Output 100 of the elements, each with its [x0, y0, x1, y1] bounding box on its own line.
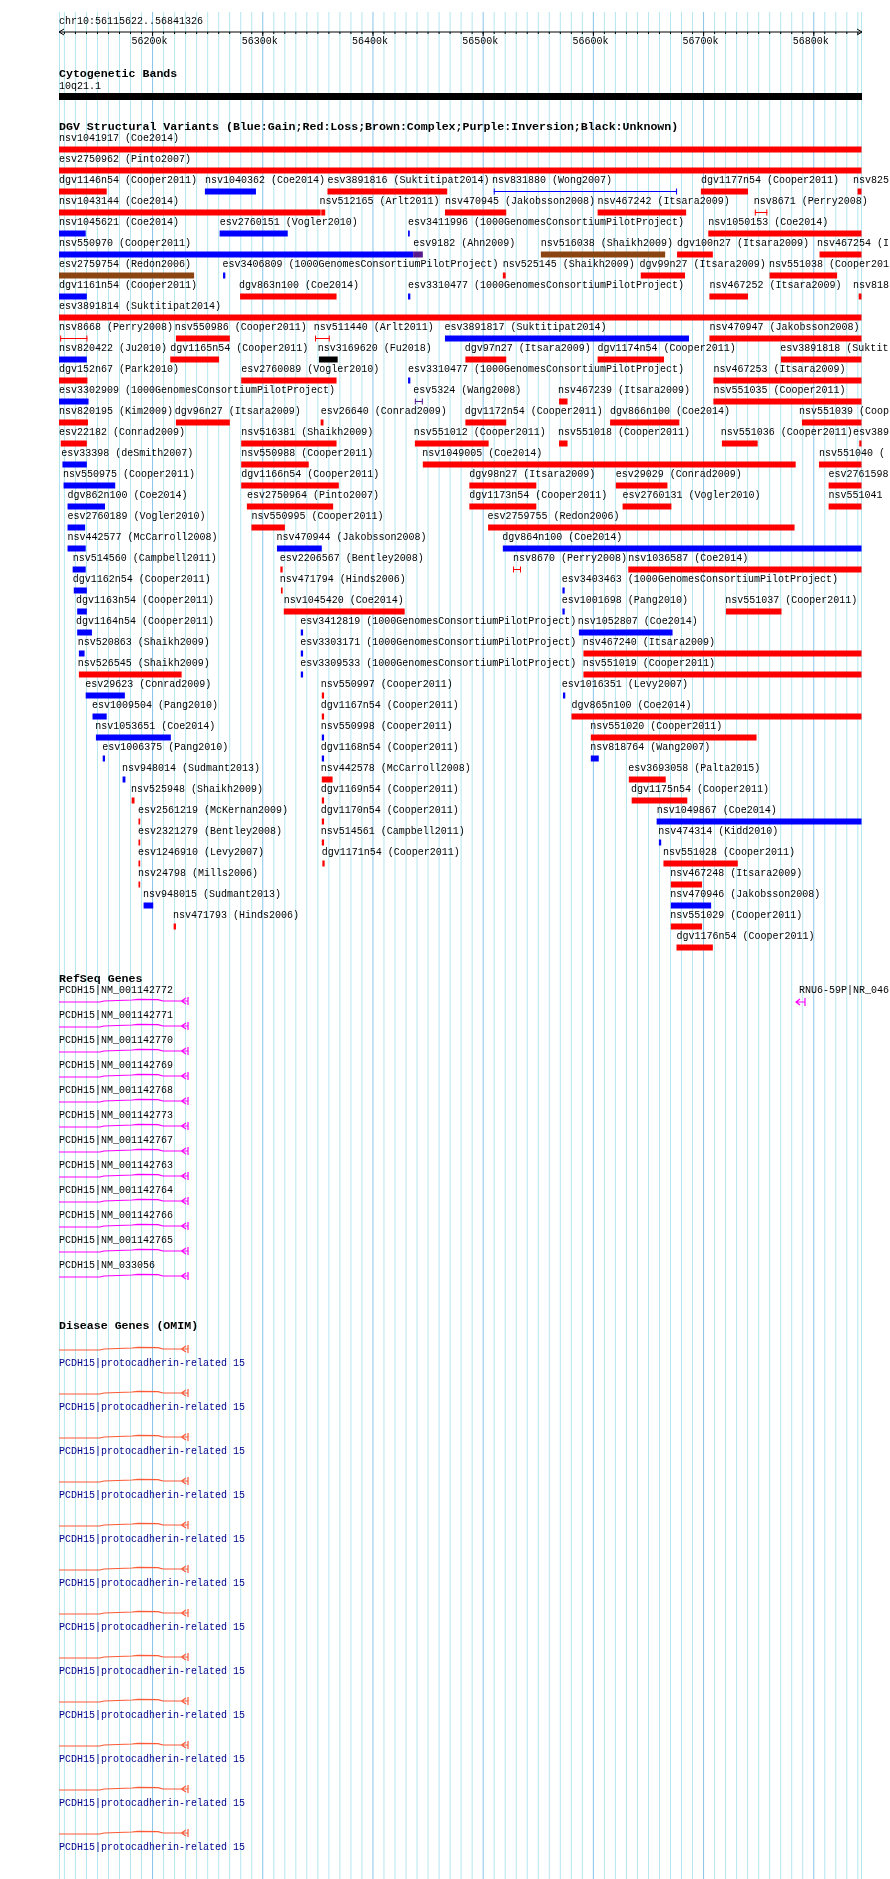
variant-label: nsv1041917 (Coe2014) [59, 133, 180, 145]
variant-label: nsv1049005 (Coe2014) [422, 448, 543, 460]
variant-label: nsv1052807 (Coe2014) [577, 616, 698, 628]
variant-label: nsv525948 (Shaikh2009) [131, 784, 264, 796]
variant-label: nsv471793 (Hinds2006) [173, 910, 300, 922]
variant-label: esv3891816 (Suktitipat2014) [327, 175, 490, 187]
variant-label: nsv1053651 (Coe2014) [95, 721, 216, 733]
variant-label: dgv862n100 (Coe2014) [67, 490, 188, 502]
variant-label: nsv551028 (Cooper2011) [662, 847, 795, 859]
variant-label: nsv831880 (Wong2007) [492, 175, 613, 187]
variant-label: nsv525145 (Shaikh2009) [502, 259, 635, 271]
variant-label: dgv1174n54 (Cooper2011) [597, 343, 736, 355]
variant-label: esv3310477 (1000GenomesConsortiumPilotProject) [408, 364, 685, 376]
gene-label: PCDH15|protocadherin-related 15 [59, 1446, 246, 1458]
variant-label: esv2206567 (Bentley2008) [279, 553, 424, 565]
variant-label: nsv551036 (Cooper2011) [720, 427, 853, 439]
variant-label: nsv24798 (Mills2006) [137, 868, 258, 880]
variant-label: esv2760089 (Vogler2010) [241, 364, 380, 376]
variant-label: nsv1040362 (Coe2014) [204, 175, 325, 187]
variant-label: esv3891818 (Suktit [780, 343, 889, 355]
variant-label: dgv1170n54 (Cooper2011) [320, 805, 459, 817]
gene-label: PCDH15|protocadherin-related 15 [59, 1358, 246, 1370]
gene-label: PCDH15|protocadherin-related 15 [59, 1534, 246, 1546]
variant-label: nsv551029 (Cooper2011) [670, 910, 803, 922]
variant-label: nsv551041 [828, 490, 883, 502]
variant-label: nsv550998 (Cooper2011) [320, 721, 453, 733]
gene-label: PCDH15|NM_001142770 [59, 1035, 174, 1047]
variant-label: nsv551012 (Cooper2011) [413, 427, 546, 439]
variant-label: esv2759755 (Redon2006) [487, 511, 620, 523]
variant-label: nsv467248 (Itsara2009) [670, 868, 803, 880]
variant-label: esv1006375 (Pang2010) [102, 742, 229, 754]
gene-label: PCDH15|NM_001142766 [59, 1210, 174, 1222]
variant-label: dgv1172n54 (Cooper2011) [464, 406, 603, 418]
gene-label: PCDH15|protocadherin-related 15 [59, 1578, 246, 1590]
track-title: DGV Structural Variants (Blue:Gain;Red:Loss;Brown:Complex;Purple:Inversion;Black:Unknown) [59, 120, 679, 133]
variant-label: dgv1166n54 (Cooper2011) [241, 469, 380, 481]
variant-label: nsv550970 (Cooper2011) [59, 238, 192, 250]
variant-label: nsv550975 (Cooper2011) [63, 469, 195, 481]
variant-label: dgv97n27 (Itsara2009) [464, 343, 591, 355]
variant-label: nsv442578 (McCarroll2008) [320, 763, 471, 775]
track-title: Cytogenetic Bands [59, 67, 178, 81]
variant-label: nsv520863 (Shaikh2009) [77, 637, 210, 649]
tick-label: 56400k [352, 36, 388, 48]
gene-label: PCDH15|protocadherin-related 15 [59, 1402, 246, 1414]
variant-label: nsv467242 (Itsara2009) [597, 196, 730, 208]
variant-label: nsv467254 (I [817, 238, 889, 250]
gene-label: PCDH15|NM_001142768 [59, 1085, 174, 1097]
gene-label: PCDH15|protocadherin-related 15 [59, 1622, 246, 1634]
track-title: Disease Genes (OMIM) [59, 1319, 199, 1333]
variant-label: nsv948015 (Sudmant2013) [143, 889, 282, 901]
variant-label: dgv1165n54 (Cooper2011) [170, 343, 309, 355]
variant-label: esv2561219 (McKernan2009) [137, 805, 288, 817]
gene-label: PCDH15|protocadherin-related 15 [59, 1798, 246, 1810]
variant-label: nsv516038 (Shaikh2009) [540, 238, 673, 250]
variant-label: esv2761598 [828, 469, 889, 481]
variant-label: nsv550986 (Cooper2011) [174, 322, 307, 334]
variant-label: dgv864n100 (Coe2014) [502, 532, 623, 544]
variant-label: esv2760131 (Vogler2010) [622, 490, 761, 502]
variant-label: dgv866n100 (Coe2014) [610, 406, 731, 418]
variant-label: nsv1045621 (Coe2014) [59, 217, 180, 229]
variant-label: dgv1167n54 (Cooper2011) [320, 700, 459, 712]
variant-label: nsv551038 (Cooper201 [769, 259, 890, 271]
variant-label: esv3891817 (Suktitipat2014) [444, 322, 607, 334]
variant-label: esv29029 (Conrad2009) [615, 469, 742, 481]
variant-label: dgv1176n54 (Cooper2011) [676, 931, 815, 943]
variant-label: esv2759754 (Redon2006) [59, 259, 192, 271]
variant-label: esv29623 (Conrad2009) [85, 679, 212, 691]
variant-label: nsv1050153 (Coe2014) [708, 217, 829, 229]
variant-label: esv33398 (deSmith2007) [61, 448, 194, 460]
variant-label: esv3310477 (1000GenomesConsortiumPilotProject) [408, 280, 685, 292]
gene-label: PCDH15|NM_001142764 [59, 1185, 174, 1197]
variant-label: dgv863n100 (Coe2014) [238, 280, 359, 292]
variant-label: esv1016351 (Levy2007) [561, 679, 688, 691]
gene-label: PCDH15|protocadherin-related 15 [59, 1490, 246, 1502]
variant-label: nsv948014 (Sudmant2013) [122, 763, 261, 775]
gene-label: PCDH15|NM_001142763 [59, 1160, 174, 1172]
variant-label: esv5324 (Wang2008) [413, 385, 522, 397]
gene-label: PCDH15|protocadherin-related 15 [59, 1754, 246, 1766]
variant-label: esv3891814 (Suktitipat2014) [59, 301, 222, 313]
variant-label: nsv818764 (Wang2007) [590, 742, 711, 754]
variant-label: nsv470946 (Jakobsson2008) [670, 889, 821, 901]
gene-label: PCDH15|NM_001142773 [59, 1110, 174, 1122]
gene-label: PCDH15|protocadherin-related 15 [59, 1710, 246, 1722]
variant-label: esv2760151 (Vogler2010) [219, 217, 358, 229]
variant-label: nsv551019 (Cooper2011) [582, 658, 715, 670]
variant-label: nsv442577 (McCarroll2008) [67, 532, 218, 544]
variant-label: dgv98n27 (Itsara2009) [469, 469, 596, 481]
tick-label: 56800k [792, 36, 829, 48]
variant-label: dgv152n67 (Park2010) [59, 364, 180, 376]
variant-label: dgv1163n54 (Cooper2011) [76, 595, 215, 607]
variant-label: nsv470944 (Jakobsson2008) [276, 532, 427, 544]
tick-label: 56600k [572, 36, 609, 48]
variant-label: nsv467240 (Itsara2009) [582, 637, 715, 649]
variant-label: nsv551037 (Cooper2011) [725, 595, 858, 607]
variant-label: nsv467252 (Itsara2009) [709, 280, 842, 292]
variant-label: esv3309533 (1000GenomesConsortiumPilotProject) [300, 658, 577, 670]
gene-label: PCDH15|NM_001142767 [59, 1135, 174, 1147]
variant-label: nsv470945 (Jakobsson2008) [444, 196, 595, 208]
variant-label: nsv474314 (Kidd2010) [658, 826, 779, 838]
variant-label: dgv1162n54 (Cooper2011) [72, 574, 211, 586]
